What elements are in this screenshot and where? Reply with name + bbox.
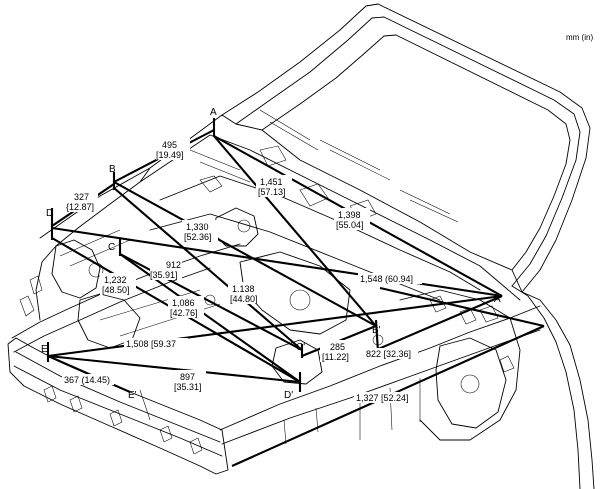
dim-285-mm: 285 <box>330 342 345 352</box>
point-B-prime-label: B' <box>372 325 381 336</box>
cowl-panel <box>149 114 523 293</box>
point-B-label: B <box>109 164 116 175</box>
vehicle-body-drawing <box>7 3 595 489</box>
right-wheel-arch <box>435 337 507 429</box>
point-A-prime-label: A' <box>494 294 503 305</box>
line-1548 <box>51 226 503 298</box>
dim-1548: 1,548 (60.94] <box>360 274 413 284</box>
dim-1451-mm: 1,451 <box>260 177 283 187</box>
dim-1232-in: [48.50] <box>102 285 130 295</box>
dim-1398-in: [55.04] <box>336 220 364 230</box>
point-E-prime-label: E' <box>128 390 137 401</box>
measurement-lines <box>46 118 545 467</box>
dim-1327: 1,327 [52.24] <box>356 393 409 403</box>
front-crossmember-face <box>15 351 221 443</box>
dim-1138-in: [44.80] <box>230 294 258 304</box>
left-strut-tower <box>51 239 101 299</box>
windshield-frame-inner <box>235 16 581 287</box>
line-822 <box>375 295 503 351</box>
dim-495-in: [19.49] <box>156 150 184 160</box>
line-1451 <box>213 135 377 327</box>
dim-1232-mm: 1,232 <box>104 275 127 285</box>
dim-912-mm: 912 <box>166 260 181 270</box>
units-label: mm (in) <box>566 33 593 42</box>
point-D-prime-label: D' <box>284 390 293 401</box>
dim-495-mm: 495 <box>162 140 177 150</box>
dim-327-in: {12.87] <box>66 202 94 212</box>
dim-1330-in: [52.36] <box>184 232 212 242</box>
line-1330 <box>113 181 377 327</box>
dim-1508: 1,508 [59.37 <box>126 339 176 349</box>
dim-1398-mm: 1,398 <box>338 210 361 220</box>
windshield-frame-outer <box>221 3 591 293</box>
a-pillar-right-inner <box>511 285 581 489</box>
point-D-label: D <box>46 208 53 219</box>
right-frame-rail-lower <box>221 329 541 445</box>
dim-1138-mm: 1.138 <box>232 284 255 294</box>
dim-285-in: [11.22] <box>322 352 349 362</box>
point-E-label: E <box>41 344 48 355</box>
line-1327-ref <box>379 286 545 328</box>
a-pillar-right <box>521 291 595 489</box>
dim-822: 822 [32.36] <box>366 349 411 359</box>
dim-367: 367 (14.45) <box>64 375 110 385</box>
line-B-prime-tick <box>374 319 380 353</box>
front-crossmember-face2 <box>13 365 223 457</box>
point-A-label: A <box>210 107 217 118</box>
dim-897-mm: 897 <box>180 372 195 382</box>
point-labels: A B C D E A' B' C' D' E' <box>41 107 503 401</box>
windshield-opening <box>261 34 571 271</box>
point-C-label: C <box>108 242 115 253</box>
line-1138 <box>113 187 303 351</box>
center-box <box>271 339 323 385</box>
line-897 <box>47 354 301 384</box>
right-apron <box>399 289 521 441</box>
dim-1451-in: [57.13] <box>258 187 286 197</box>
dim-1086-mm: 1,086 <box>172 298 195 308</box>
dim-912-in: [35.91] <box>150 270 178 280</box>
line-1086 <box>119 253 303 351</box>
dim-327-mm: 327 <box>74 192 89 202</box>
dim-897-in: [35.31] <box>174 382 202 392</box>
dimension-labels: mm (in) 495 [19.49] 327 {12.87] 1,451 [5… <box>62 33 593 403</box>
line-1508 <box>47 294 503 358</box>
point-C-prime-label: C' <box>296 342 305 353</box>
dim-1086-in: [42.76] <box>170 308 198 318</box>
dim-1330-mm: 1,330 <box>186 222 209 232</box>
